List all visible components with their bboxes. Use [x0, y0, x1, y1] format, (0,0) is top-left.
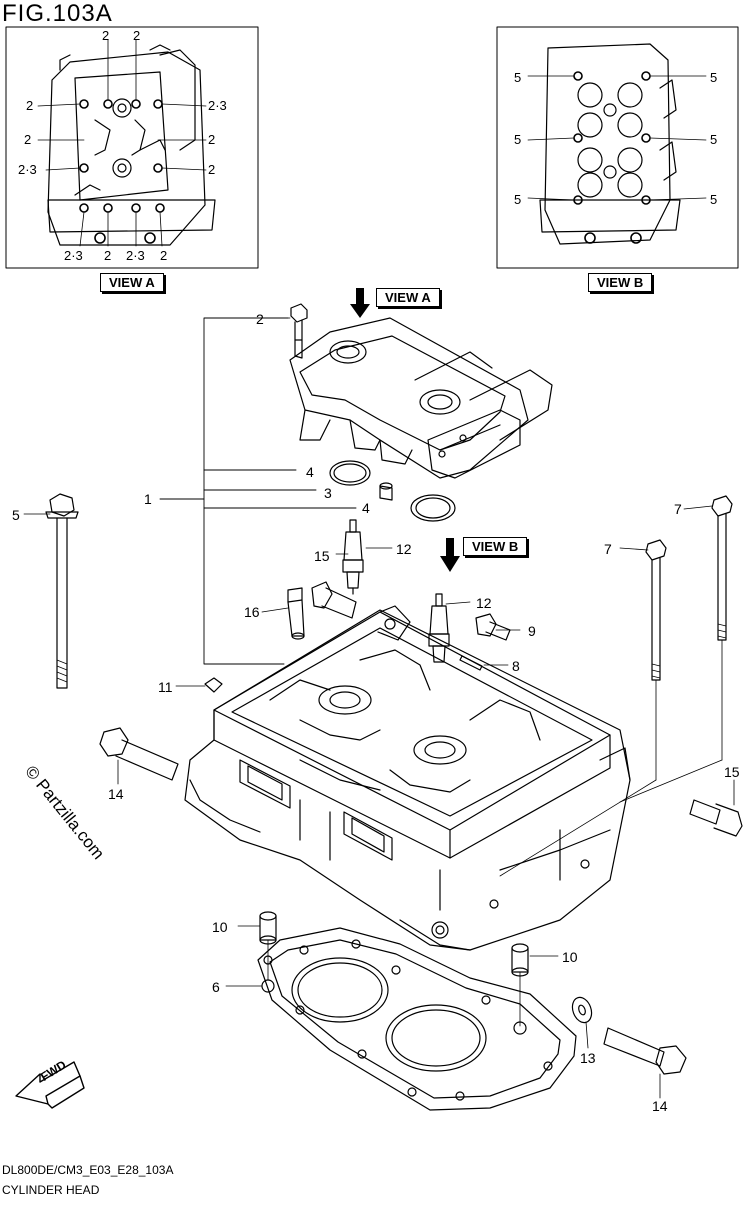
callout-part-4a: 4: [306, 464, 314, 480]
bolt-9: [475, 613, 511, 641]
callout-a-11: 2: [160, 248, 168, 263]
callout-part-7a: 7: [604, 541, 612, 557]
callout-part-14a: 14: [108, 786, 124, 802]
head-gasket-6: [257, 927, 577, 1111]
callout-part-11: 11: [158, 679, 173, 695]
dowel-3: [379, 482, 393, 501]
callout-a-2: 2: [26, 98, 34, 113]
fwd-arrow-icon: [15, 1061, 85, 1109]
washer-13: [571, 996, 593, 1024]
callout-a-10: 2·3: [126, 248, 145, 263]
callout-part-1: 1: [144, 491, 152, 507]
figure-title: FIG.103A: [2, 0, 113, 27]
callout-part-3: 3: [324, 485, 332, 501]
callout-b-3: 5: [710, 132, 718, 147]
view-b-arrow-label: VIEW B: [463, 537, 528, 556]
view-b-inset: [496, 26, 739, 269]
callout-a-3: 2·3: [208, 98, 227, 113]
bolt-14-left: [99, 727, 179, 781]
callout-part-4b: 4: [362, 500, 370, 516]
callout-a-4: 2: [24, 132, 32, 147]
dowel-10-right: [511, 943, 529, 977]
callout-a-7: 2: [208, 162, 216, 177]
view-a-label: VIEW A: [100, 273, 164, 292]
callout-b-2: 5: [514, 132, 522, 147]
callout-a-5: 2: [208, 132, 216, 147]
callout-b-5: 5: [710, 192, 718, 207]
dowel-10-left: [259, 911, 277, 945]
bolt-15-right: [689, 799, 743, 837]
callout-a-0: 2: [102, 28, 110, 43]
figure-name: CYLINDER HEAD: [2, 1183, 100, 1197]
callout-part-16: 16: [244, 604, 260, 620]
view-a-arrow-label: VIEW A: [376, 288, 440, 307]
bolt-15-left: [311, 581, 357, 619]
o-ring-4-lower: [410, 494, 456, 522]
camshaft-housing: [289, 317, 553, 479]
callout-part-6: 6: [212, 979, 220, 995]
callout-part-15b: 15: [724, 764, 740, 780]
callout-a-6: 2·3: [18, 162, 37, 177]
assembly-bracket: [159, 317, 357, 665]
plug-11: [204, 677, 223, 693]
o-ring-4-upper: [329, 460, 371, 486]
view-a-arrow-glyph: [350, 288, 370, 318]
callout-part-15a: 15: [314, 548, 330, 564]
callout-b-1: 5: [710, 70, 718, 85]
callout-a-1: 2: [133, 28, 141, 43]
guide-16: [287, 587, 305, 640]
bolt-7-short: [645, 539, 667, 681]
view-b-label: VIEW B: [588, 273, 653, 292]
view-a-inset: [5, 26, 259, 269]
callout-b-0: 5: [514, 70, 522, 85]
bolt-5: [45, 493, 79, 689]
callout-part-7b: 7: [674, 501, 682, 517]
gasket-8: [459, 655, 483, 671]
callout-part-9: 9: [528, 623, 536, 639]
spark-plug-12-left: [342, 519, 364, 595]
callout-a-9: 2: [104, 248, 112, 263]
callout-b-4: 5: [514, 192, 522, 207]
callout-part-12a: 12: [396, 541, 412, 557]
bolt-2: [290, 303, 308, 359]
leader-lines: [23, 317, 735, 877]
callout-a-8: 2·3: [64, 248, 83, 263]
callout-part-13: 13: [580, 1050, 596, 1066]
figure-code: DL800DE/CM3_E03_E28_103A: [2, 1163, 174, 1177]
cylinder-head: [184, 605, 631, 951]
bolt-14-bottom: [603, 1027, 687, 1075]
view-b-arrow-glyph: [440, 538, 460, 572]
bolt-7-long: [711, 495, 733, 641]
callout-part-10a: 10: [212, 919, 228, 935]
callout-part-12b: 12: [476, 595, 492, 611]
callout-part-2: 2: [256, 311, 264, 327]
callout-part-8: 8: [512, 658, 520, 674]
callout-part-14b: 14: [652, 1098, 668, 1114]
callout-part-5: 5: [12, 507, 20, 523]
callout-part-10b: 10: [562, 949, 578, 965]
